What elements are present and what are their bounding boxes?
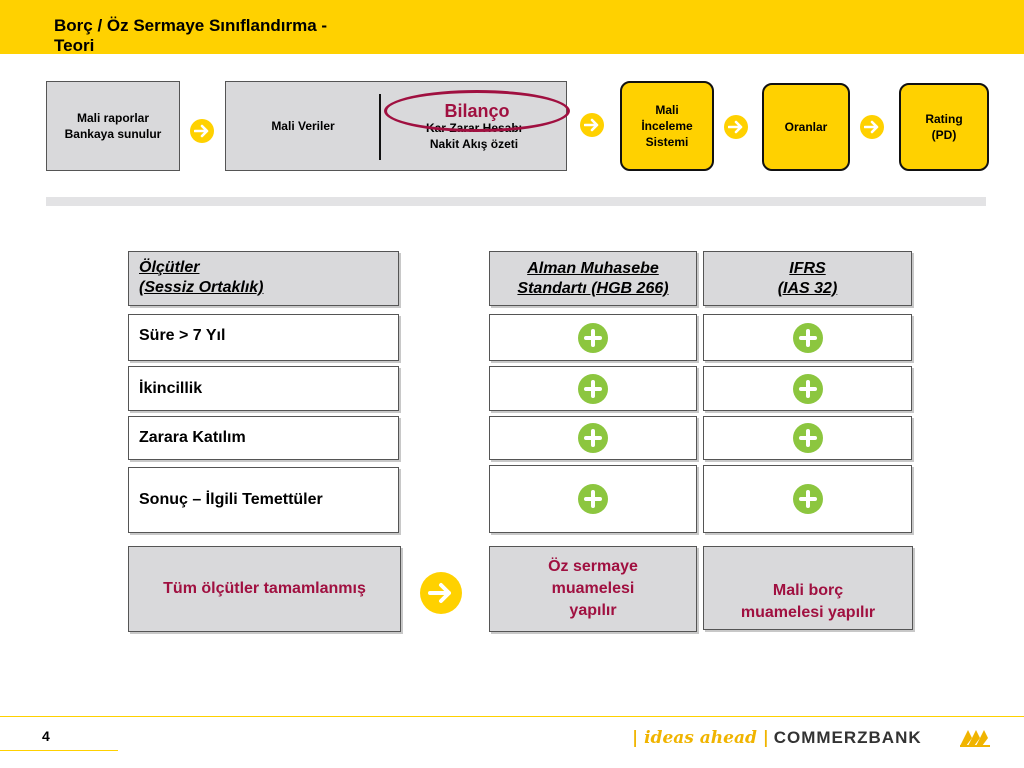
ifrs-header: IFRS (IAS 32) [703,251,912,306]
brand-lockup: | ideas ahead | COMMERZBANK [632,728,922,748]
criteria-label: Zarara Katılım [139,429,246,446]
plus-icon [792,322,823,353]
hgb-cell [489,416,697,460]
hgb-conclusion: Öz sermaye muamelesi yapılır [489,546,697,632]
hgb-header: Alman Muhasebe Standartı (HGB 266) [489,251,697,306]
page-number: 4 [42,728,50,744]
footer-line [0,716,1024,717]
header-bar [0,0,1024,54]
ifrs-cell [703,416,912,460]
page-title: Borç / Öz Sermaye Sınıflandırma - Teori [54,16,328,55]
arrow-right-icon [860,115,884,139]
arrow-right-icon [420,572,462,614]
plus-icon [578,322,608,353]
table-row: Zarara Katılım [128,416,399,460]
vertical-divider [379,94,381,160]
flow-box-analysis-system: Mali İnceleme Sistemi [620,81,714,171]
highlight-ellipse: Bilanço [384,90,570,132]
table-row: İkincillik [128,366,399,411]
plus-icon [792,423,823,453]
table-row: Sonuç – İlgili Temettüler [128,467,399,533]
conclusion-label: Tüm ölçütler tamamlanmış [128,546,401,632]
financial-data-label: Mali Veriler [271,119,335,133]
criteria-label: Sonuç – İlgili Temettüler [139,491,323,508]
plus-icon [578,373,608,404]
arrow-right-icon [580,113,604,137]
hgb-cell [489,366,697,411]
table-row: Süre > 7 Yıl [128,314,399,361]
criteria-label: Süre > 7 Yıl [139,327,226,344]
ifrs-cell [703,314,912,361]
plus-icon [578,423,608,453]
criteria-header: Ölçütler (Sessiz Ortaklık) [128,251,399,306]
ifrs-cell [703,366,912,411]
flow-box-ratios: Oranlar [762,83,850,171]
arrow-right-icon [724,115,748,139]
hgb-cell [489,314,697,361]
plus-icon [578,484,608,514]
criteria-label: İkincillik [139,380,203,397]
ifrs-cell [703,465,912,533]
brand-slogan: | ideas ahead | [632,728,769,748]
balance-sheet-label: Bilanço [440,100,514,122]
plus-icon [792,484,823,514]
arrow-right-icon [190,119,214,143]
section-separator [46,197,986,206]
brand-name: COMMERZBANK [773,728,922,747]
plus-icon [792,373,823,404]
hgb-cell [489,465,697,533]
ifrs-conclusion: Mali borç muamelesi yapılır [703,546,913,630]
commerzbank-logo-icon [958,726,992,748]
page-number-underline [0,750,118,751]
flow-box-reports: Mali raporlar Bankaya sunulur [46,81,180,171]
flow-box-rating: Rating (PD) [899,83,989,171]
